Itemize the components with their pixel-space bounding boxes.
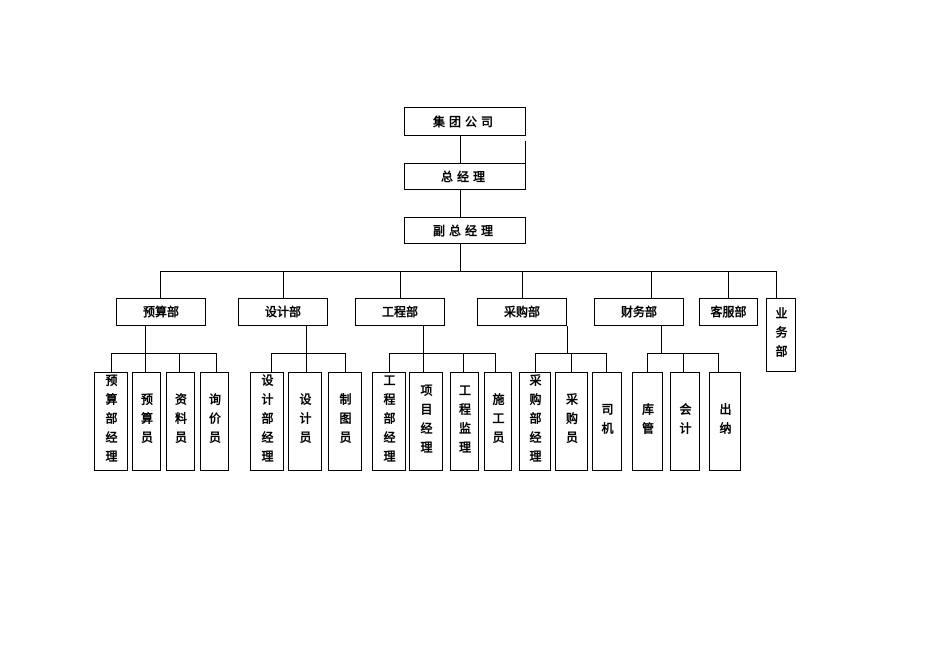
staff-label: 会计 (678, 402, 692, 441)
staff-node: 预算员 (132, 372, 161, 471)
department-label: 工程部 (381, 305, 418, 319)
staff-label: 制图员 (338, 393, 352, 450)
staff-drop-line (423, 353, 424, 372)
department-label: 客服部 (710, 305, 747, 319)
staff-drop-line (463, 353, 464, 372)
staff-node: 采购部经理 (519, 372, 551, 471)
staff-label: 工程部经理 (382, 374, 396, 469)
department-node-engineering: 工程部 (355, 298, 445, 326)
department-drop-line (160, 271, 161, 298)
staff-drop-line (179, 353, 180, 372)
staff-bus-line (389, 353, 496, 354)
staff-drop-line (718, 353, 719, 372)
staff-node: 库管 (632, 372, 663, 471)
staff-label: 工程监理 (457, 383, 472, 460)
staff-drop-line (306, 353, 307, 372)
department-bus-line (160, 271, 777, 272)
department-label: 设计部 (264, 305, 301, 319)
staff-node: 采购员 (555, 372, 588, 471)
department-drop-line (776, 271, 777, 298)
department-node-customer-service: 客服部 (699, 298, 758, 326)
staff-label: 采购部经理 (528, 374, 542, 469)
department-node-design: 设计部 (238, 298, 328, 326)
department-drop-line (522, 271, 523, 298)
staff-node: 工程监理 (450, 372, 479, 471)
staff-drop-line (571, 353, 572, 372)
staff-bus-line (111, 353, 217, 354)
connector-line (567, 326, 568, 353)
staff-drop-line (345, 353, 346, 372)
staff-drop-line (111, 353, 112, 372)
staff-node: 设计员 (288, 372, 322, 471)
staff-node: 资料员 (166, 372, 195, 471)
staff-label: 询价员 (207, 393, 222, 450)
deputy-general-manager-node: 副总经理 (404, 217, 526, 244)
staff-label: 出纳 (718, 402, 732, 441)
department-drop-line (728, 271, 729, 298)
connector-line (460, 136, 461, 163)
staff-drop-line (535, 353, 536, 372)
department-label: 业务部 (774, 306, 788, 364)
staff-drop-line (606, 353, 607, 372)
staff-node: 预算部经理 (94, 372, 128, 471)
connector-line (145, 326, 146, 353)
staff-drop-line (216, 353, 217, 372)
staff-drop-line (389, 353, 390, 372)
org-root-node: 集团公司 (404, 107, 526, 136)
department-drop-line (400, 271, 401, 298)
connector-line (423, 326, 424, 353)
connector-line (306, 326, 307, 353)
staff-node: 项目经理 (409, 372, 443, 471)
department-node-finance: 财务部 (594, 298, 684, 326)
staff-node: 司机 (592, 372, 622, 471)
staff-label: 资料员 (173, 393, 188, 450)
staff-label: 设计员 (298, 393, 312, 450)
department-label: 采购部 (503, 305, 540, 319)
staff-label: 项目经理 (419, 383, 433, 460)
staff-node: 会计 (670, 372, 700, 471)
staff-label: 施工员 (491, 393, 505, 450)
deputy-general-manager-label: 副总经理 (432, 223, 497, 238)
staff-drop-line (647, 353, 648, 372)
staff-label: 设计部经理 (260, 374, 274, 469)
staff-drop-line (683, 353, 684, 372)
staff-drop-line (495, 353, 496, 372)
staff-label: 库管 (640, 402, 655, 441)
department-drop-line (283, 271, 284, 298)
department-node-procurement: 采购部 (477, 298, 567, 326)
staff-drop-line (145, 353, 146, 372)
general-manager-label: 总经理 (440, 169, 489, 184)
staff-node: 询价员 (200, 372, 229, 471)
staff-node: 设计部经理 (250, 372, 284, 471)
connector-line (661, 326, 662, 353)
staff-drop-line (271, 353, 272, 372)
connector-line (460, 244, 461, 272)
staff-node: 施工员 (484, 372, 512, 471)
department-node-budget: 预算部 (116, 298, 206, 326)
staff-label: 采购员 (564, 393, 579, 450)
connector-line (460, 190, 461, 217)
staff-label: 预算部经理 (104, 374, 118, 469)
staff-label: 预算员 (139, 393, 154, 450)
staff-node: 出纳 (709, 372, 741, 471)
department-node-business: 业务部 (766, 298, 796, 372)
department-label: 财务部 (620, 305, 657, 319)
staff-node: 工程部经理 (372, 372, 406, 471)
staff-node: 制图员 (328, 372, 362, 471)
department-drop-line (651, 271, 652, 298)
staff-bus-line (271, 353, 346, 354)
connector-line (525, 141, 526, 163)
staff-label: 司机 (600, 402, 614, 441)
department-label: 预算部 (142, 305, 179, 319)
org-root-label: 集团公司 (432, 114, 497, 129)
general-manager-node: 总经理 (404, 163, 526, 190)
